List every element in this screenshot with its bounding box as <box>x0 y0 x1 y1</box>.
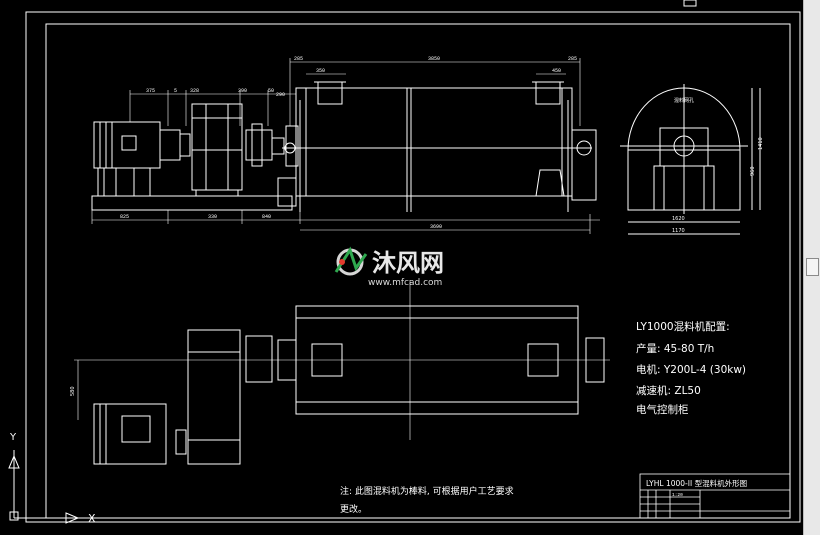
svg-text:328: 328 <box>190 88 199 94</box>
plan-view <box>74 280 610 465</box>
ucs-x-label: X <box>88 512 96 525</box>
svg-text:350: 350 <box>316 68 325 74</box>
vertical-scrollbar[interactable] <box>803 0 820 535</box>
config-reducer: 减速机: ZL50 <box>636 384 701 397</box>
svg-text:50: 50 <box>268 88 274 94</box>
note: 注: 此图混料机为棒料, 可根据用户工艺要求 更改。 <box>340 485 514 515</box>
watermark: 沐风网 www.mfcad.com <box>334 246 444 288</box>
config-cabinet: 电气控制柜 <box>636 403 689 416</box>
title-block-scale: 1:20 <box>672 492 683 498</box>
side-dimension-labels: 375 5 328 390 50 290 285 350 3850 450 28… <box>120 56 577 230</box>
svg-text:840: 840 <box>262 214 271 220</box>
svg-text:注: 此图混料机为棒料, 可根据用户工艺要求: 注: 此图混料机为棒料, 可根据用户工艺要求 <box>340 485 514 497</box>
svg-text:960: 960 <box>750 166 756 176</box>
title-block <box>639 473 791 519</box>
watermark-logo-icon <box>334 246 368 276</box>
drawing-frame <box>25 11 801 523</box>
end-view-labels: 混料网孔 1620 1170 1410 960 <box>672 97 764 234</box>
watermark-url: www.mfcad.com <box>368 278 442 288</box>
config-title: LY1000混料机配置: <box>636 320 730 333</box>
svg-text:混料网孔: 混料网孔 <box>674 97 694 104</box>
config-motor: 电机: Y200L-4 (30kw) <box>636 363 746 376</box>
svg-text:1620: 1620 <box>672 216 685 222</box>
top-marker <box>683 0 697 7</box>
plan-dim-580: 580 <box>70 386 76 396</box>
svg-text:1410: 1410 <box>758 137 764 150</box>
svg-text:285: 285 <box>294 56 303 62</box>
watermark-brand: 沐风网 <box>372 249 444 277</box>
svg-text:825: 825 <box>120 214 129 220</box>
svg-text:285: 285 <box>568 56 577 62</box>
svg-text:290: 290 <box>276 92 285 98</box>
svg-text:330: 330 <box>208 214 217 220</box>
svg-text:3690: 3690 <box>430 224 442 230</box>
svg-text:450: 450 <box>552 68 561 74</box>
ucs-y-label: Y <box>9 432 17 443</box>
svg-text:390: 390 <box>238 88 247 94</box>
title-block-name: LYHL 1000-II 型混料机外形图 <box>646 478 747 488</box>
svg-text:1170: 1170 <box>672 228 685 234</box>
side-dimension-lines <box>91 58 600 234</box>
svg-text:更改。: 更改。 <box>340 503 367 515</box>
scrollbar-thumb[interactable] <box>806 258 819 276</box>
end-view <box>620 84 761 235</box>
svg-text:5: 5 <box>174 88 177 94</box>
config-notes: LY1000混料机配置: 产量: 45-80 T/h 电机: Y200L-4 (… <box>636 320 746 416</box>
svg-text:3850: 3850 <box>428 56 440 62</box>
side-elevation-view <box>91 81 597 212</box>
config-capacity: 产量: 45-80 T/h <box>636 342 714 355</box>
svg-text:375: 375 <box>146 88 155 94</box>
ucs-axis-icon <box>8 450 80 524</box>
